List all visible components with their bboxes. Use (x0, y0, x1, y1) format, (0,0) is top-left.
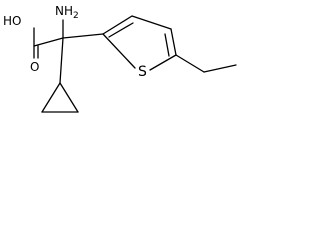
amine-label: NH2 (55, 4, 79, 21)
bond-carboxyl-alpha (33, 37, 64, 47)
bond-cyclopropyl-1 (41, 82, 61, 113)
carbonyl-oxygen-label: O (30, 60, 39, 74)
bond-thiophene-c4-c5 (170, 28, 177, 56)
amine-main-text: NH (55, 4, 73, 18)
hydroxyl-label: HO (3, 14, 21, 28)
bond-thiophene-c2-c3 (102, 15, 133, 35)
bond-ethyl-2 (203, 64, 237, 73)
bond-alpha-thiophene (62, 33, 104, 39)
bond-cyclopropyl-3 (59, 82, 79, 113)
bond-ethyl-1 (175, 54, 205, 73)
amine-subscript: 2 (73, 11, 79, 21)
bond-thiophene-c3-c4 (131, 15, 172, 30)
bond-thiophene-c5-s (149, 54, 177, 71)
chemical-structure: HO O NH2 S (3, 4, 237, 113)
sulfur-label: S (138, 64, 147, 80)
bond-thiophene-c4-c5-inner (164, 33, 170, 57)
bond-thiophene-s-c2 (102, 33, 136, 69)
bond-thiophene-c2-c3-inner (108, 22, 134, 38)
bond-alpha-cyclopropyl (59, 37, 64, 84)
